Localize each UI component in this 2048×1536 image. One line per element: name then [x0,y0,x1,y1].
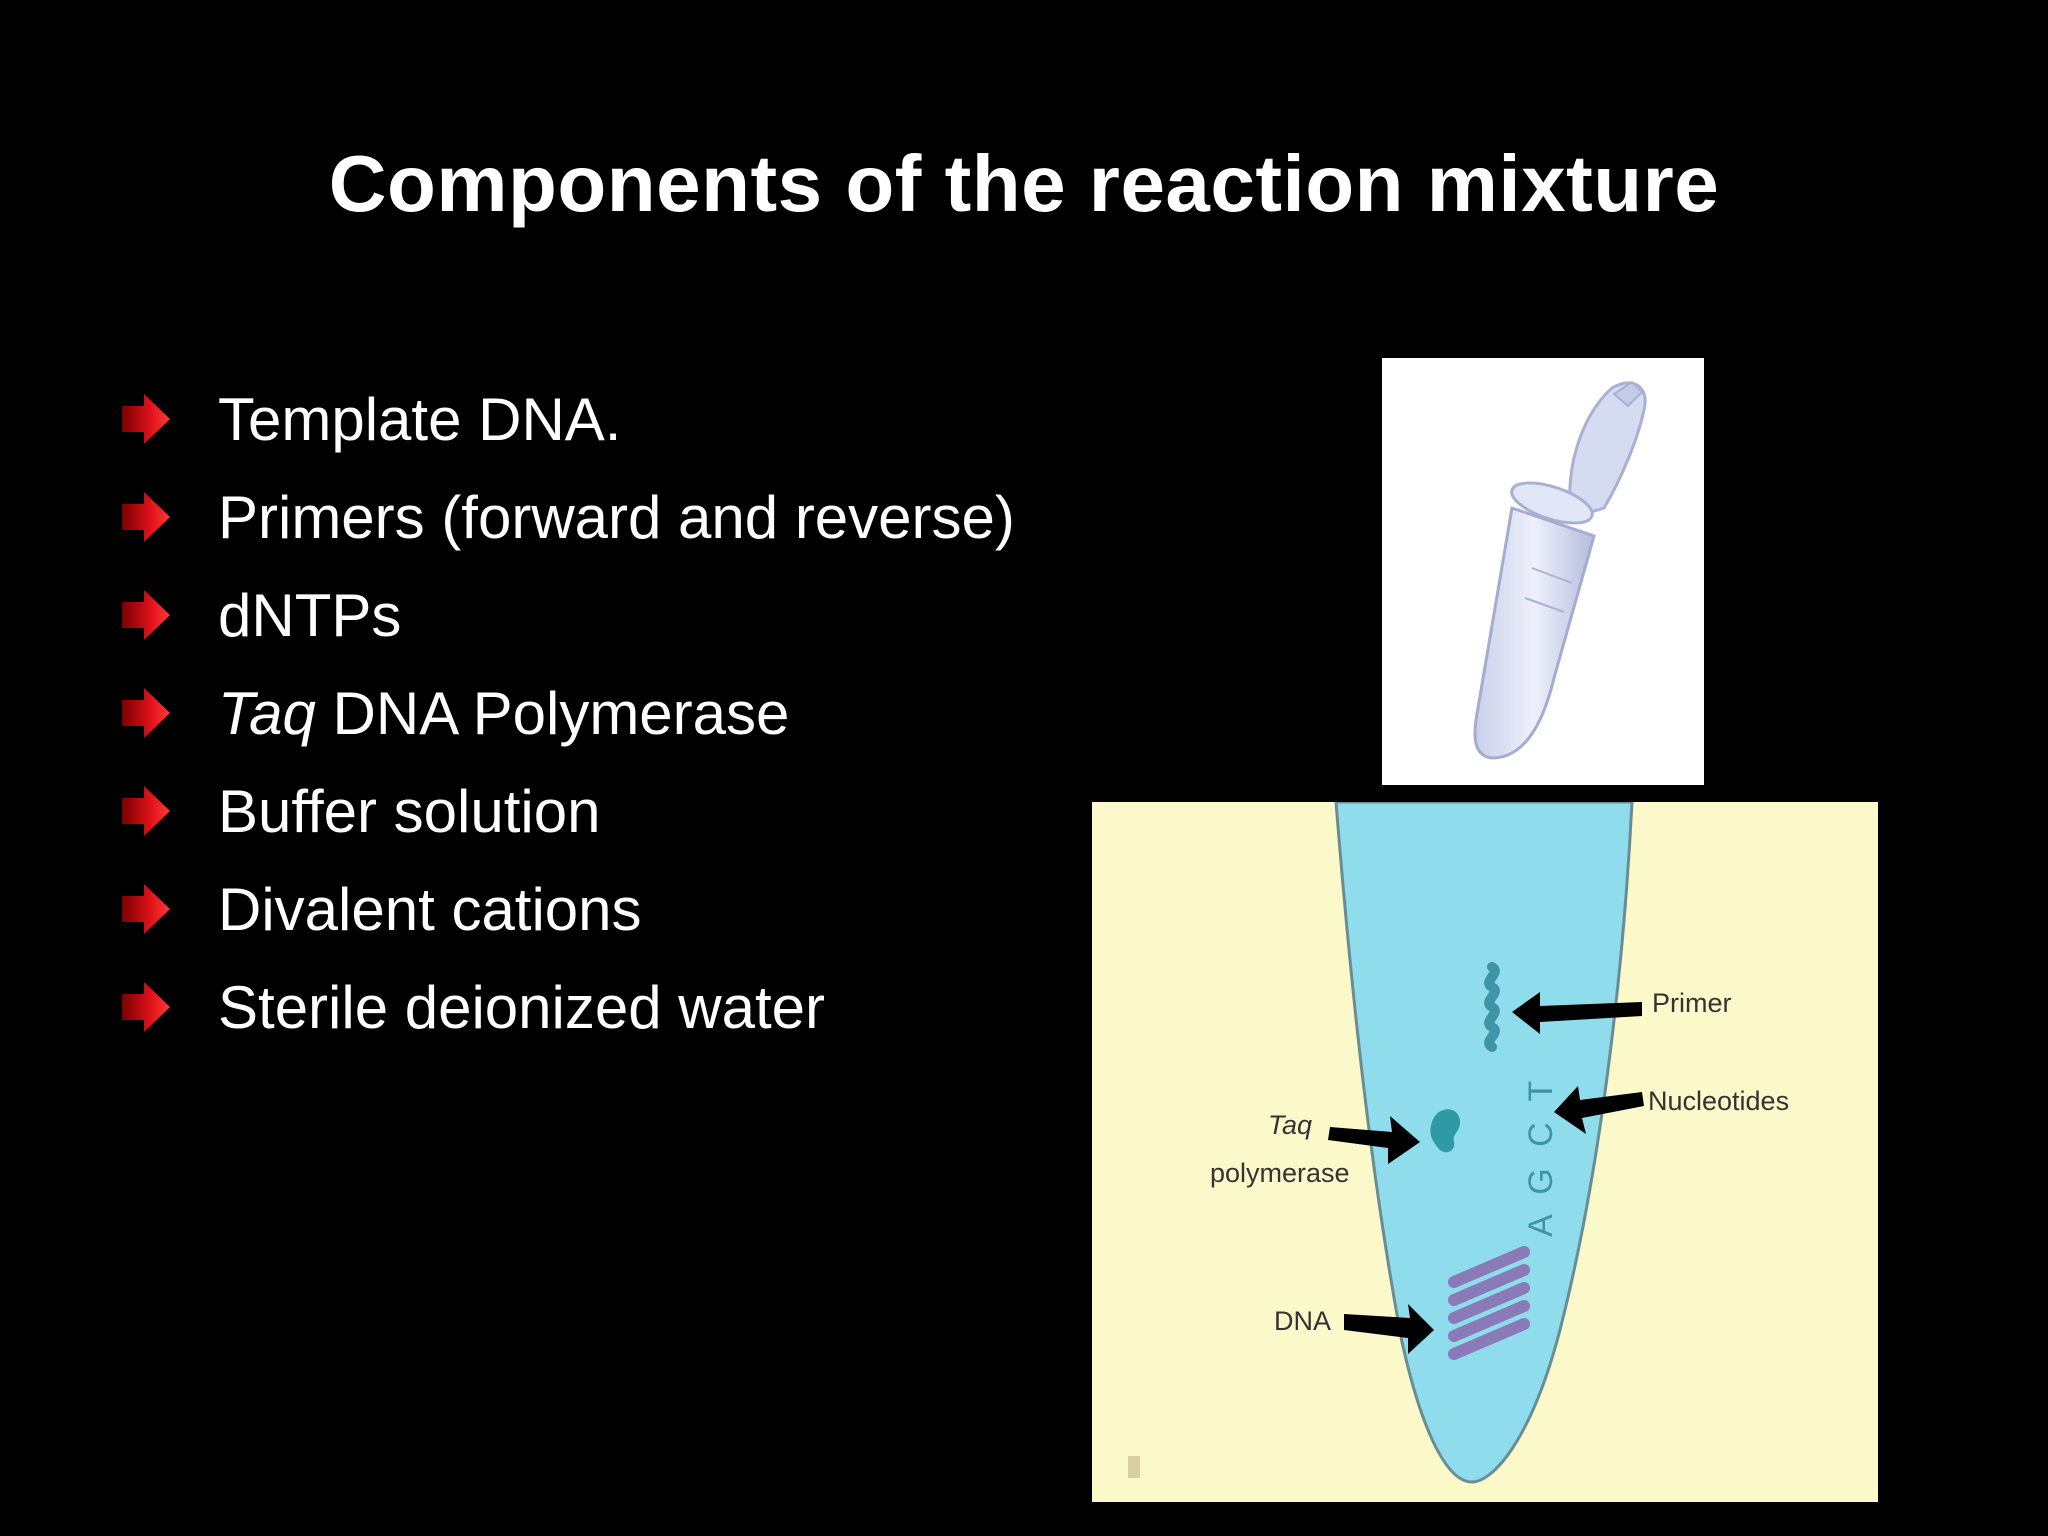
bullet-item: Template DNA. [120,370,1015,468]
red-arrow-bullet-icon [120,784,172,838]
dna-label: DNA [1274,1306,1331,1336]
dna-arrow-icon [1344,1304,1434,1354]
pcr-tube-diagram: A G C T Primer Nucleotides Taq polymeras… [1092,800,1878,1502]
bullet-text: dNTPs [218,581,402,649]
bullet-item: dNTPs [120,566,1015,664]
bullet-text: Template DNA. [218,385,622,453]
red-arrow-bullet-icon [120,686,172,740]
primer-arrow-icon [1512,992,1642,1034]
bullet-item: Sterile deionized water [120,958,1015,1056]
red-arrow-bullet-icon [120,980,172,1034]
bullet-text: Taq DNA Polymerase [218,679,790,747]
dna-strand-icon [1448,1246,1530,1360]
taq-arrow-icon [1328,1116,1420,1164]
bullet-text: Buffer solution [218,777,601,845]
bullet-item: Taq DNA Polymerase [120,664,1015,762]
nucleotide-bases-label: A G C T [1522,1075,1560,1237]
taq-polymerase-icon [1430,1109,1460,1153]
nucleotides-label: Nucleotides [1648,1086,1789,1116]
tube-illustration [1473,380,1647,760]
bullet-list: Template DNA. Primers (forward and rever… [120,370,1015,1056]
bullet-item: Primers (forward and reverse) [120,468,1015,566]
primer-strand-icon [1484,962,1500,1052]
bullet-item: Divalent cations [120,860,1015,958]
diagram-arrows [1328,992,1644,1354]
microcentrifuge-tube-image [1382,358,1704,785]
red-arrow-bullet-icon [120,882,172,936]
taq-label: Taq [1268,1110,1312,1140]
nucleotides-arrow-icon [1554,1086,1644,1134]
bullet-text: Primers (forward and reverse) [218,483,1015,551]
bullet-item: Buffer solution [120,762,1015,860]
red-arrow-bullet-icon [120,588,172,642]
red-arrow-bullet-icon [120,490,172,544]
bullet-text: Sterile deionized water [218,973,826,1041]
bullet-text: Divalent cations [218,875,642,943]
slide-title: Components of the reaction mixture [328,139,1720,228]
primer-label: Primer [1652,988,1732,1018]
polymerase-label: polymerase [1210,1158,1350,1188]
corner-mark [1128,1456,1140,1478]
red-arrow-bullet-icon [120,392,172,446]
